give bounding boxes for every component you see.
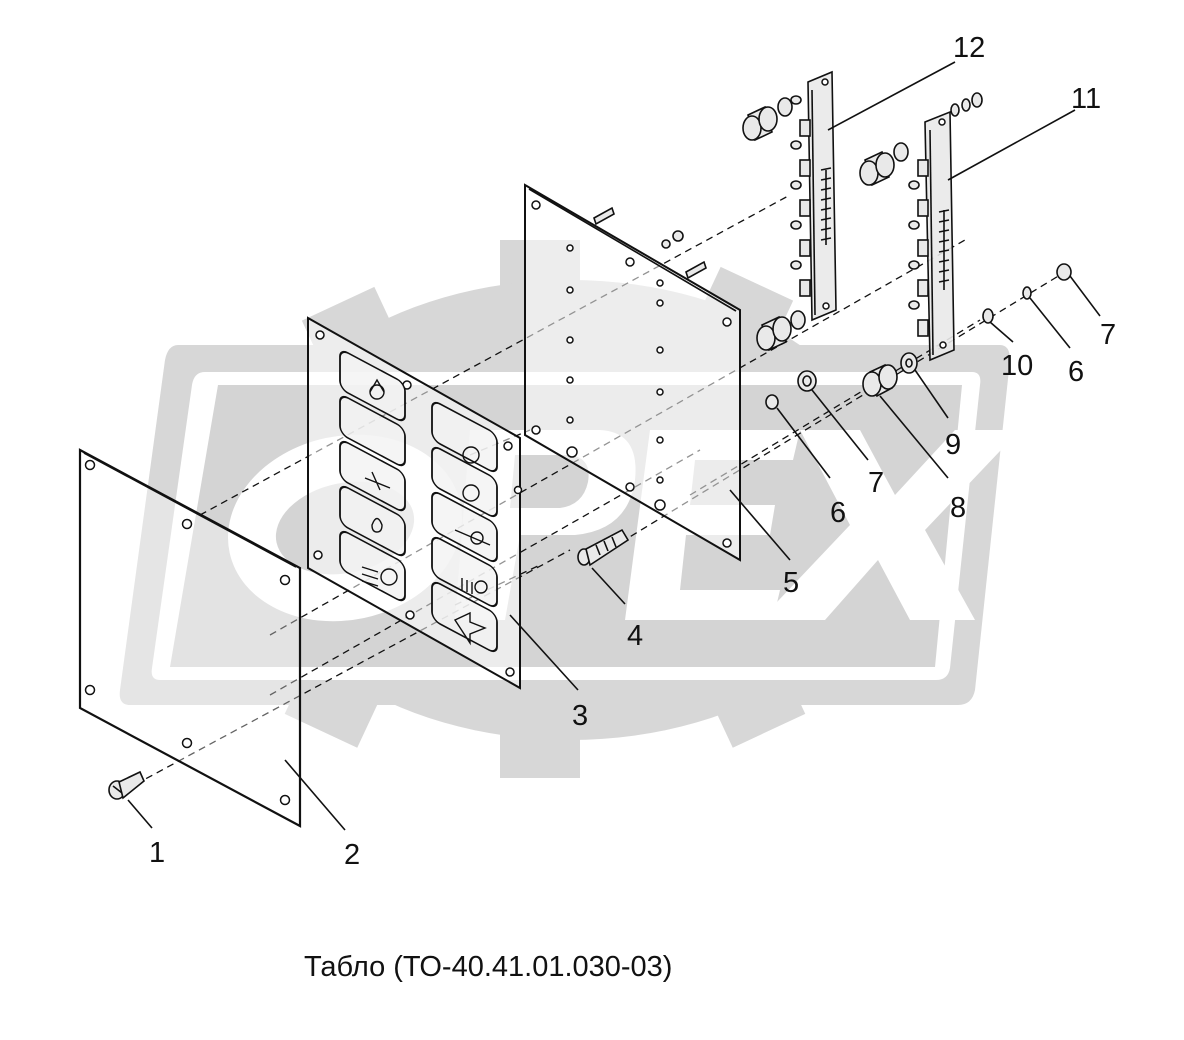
callout-3: 3 [572, 700, 588, 732]
callout-5: 5 [783, 567, 799, 599]
indicator-pictograms [361, 378, 491, 646]
diagram-caption: Табло (ТО-40.41.01.030-03) [304, 951, 672, 983]
callout-7-rear: 7 [1100, 319, 1116, 351]
part-7-nut-front [797, 370, 817, 392]
part-11-circuit-board [908, 92, 983, 362]
part-12-circuit-board [790, 70, 837, 322]
part-10-washer [982, 308, 994, 324]
part-6-washer-rear [1022, 286, 1032, 300]
callout-4: 4 [627, 620, 643, 652]
part-5-back-plate [524, 183, 741, 562]
part-2-cover-plate [78, 448, 302, 828]
part-9-washer [900, 352, 918, 374]
callout-10: 10 [1001, 350, 1033, 382]
part-1-screw [108, 770, 145, 800]
part-4-screw [577, 528, 630, 567]
part-3-indicator-face-panel [307, 316, 523, 690]
callout-1: 1 [149, 837, 165, 869]
callout-8: 8 [950, 492, 966, 524]
right-indicator-windows [431, 401, 498, 653]
part-7-nut-rear [1056, 263, 1072, 281]
part-6-washer-front [765, 394, 779, 410]
callout-9: 9 [945, 429, 961, 461]
callout-numbers: 1 2 3 4 5 6 7 8 9 10 6 7 11 12 [149, 32, 1116, 871]
callout-11: 11 [1071, 83, 1101, 115]
callout-6-rear: 6 [1068, 356, 1084, 388]
callout-2: 2 [344, 839, 360, 871]
callout-7-front: 7 [868, 467, 884, 499]
callout-6-front: 6 [830, 497, 846, 529]
part-8-spacer [862, 363, 898, 398]
leader-lines [127, 61, 1101, 831]
callout-12: 12 [953, 32, 985, 64]
board-spacers [742, 97, 909, 352]
